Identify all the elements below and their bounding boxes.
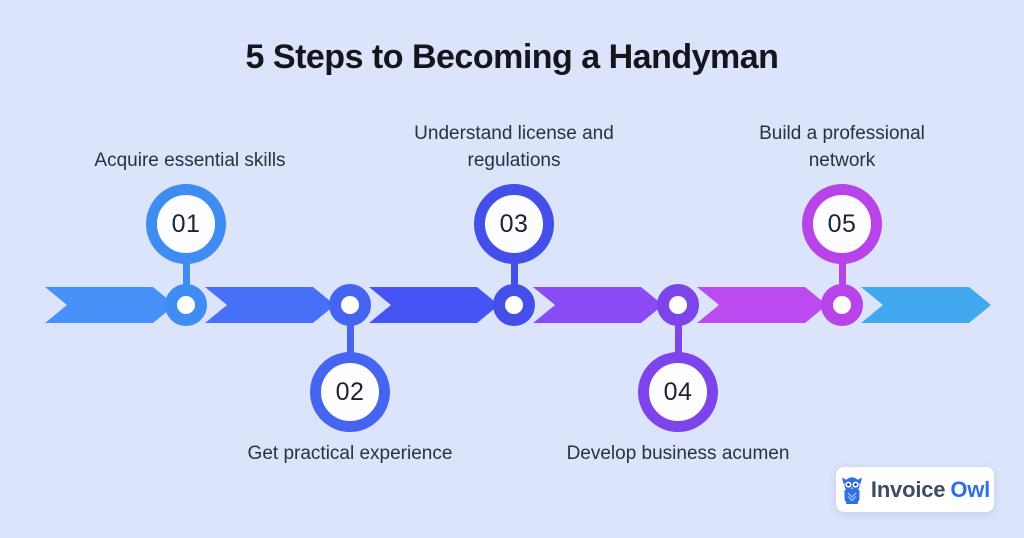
step-number: 05 — [827, 209, 857, 238]
step-circle-02: 02 — [310, 352, 390, 432]
timeline-node-dot — [493, 284, 535, 326]
timeline-node-dot — [329, 284, 371, 326]
step-circle-05: 05 — [802, 184, 882, 264]
step-connector — [510, 224, 518, 305]
step-connector — [674, 305, 682, 393]
step-number: 01 — [171, 209, 201, 238]
step-label: Get practical experience — [247, 443, 453, 464]
step-connector — [182, 224, 190, 305]
step-circle-01: 01 — [146, 184, 226, 264]
timeline-node-dot — [165, 284, 207, 326]
arrow-segment — [697, 287, 827, 323]
step-label: Build a professional network — [759, 123, 925, 171]
step-connector — [838, 224, 846, 305]
step-number: 03 — [499, 209, 529, 238]
timeline-node-dot — [657, 284, 699, 326]
step-label: Acquire essential skills — [94, 150, 286, 171]
step-circle-03: 03 — [474, 184, 554, 264]
arrow-segment — [369, 287, 499, 323]
arrow-segment — [861, 287, 991, 323]
step-connector — [346, 305, 354, 393]
step-number: 02 — [335, 377, 365, 406]
step-circle-04: 04 — [638, 352, 718, 432]
page-title: 5 Steps to Becoming a Handyman — [245, 38, 779, 76]
step-label: Develop business acumen — [566, 443, 790, 464]
step-label: Understand license and regulations — [414, 123, 614, 171]
arrow-segment — [205, 287, 335, 323]
timeline-node-dot — [821, 284, 863, 326]
arrow-segment — [45, 287, 175, 323]
owl-icon — [841, 476, 862, 504]
step-number: 04 — [663, 377, 693, 406]
arrow-segment — [533, 287, 663, 323]
